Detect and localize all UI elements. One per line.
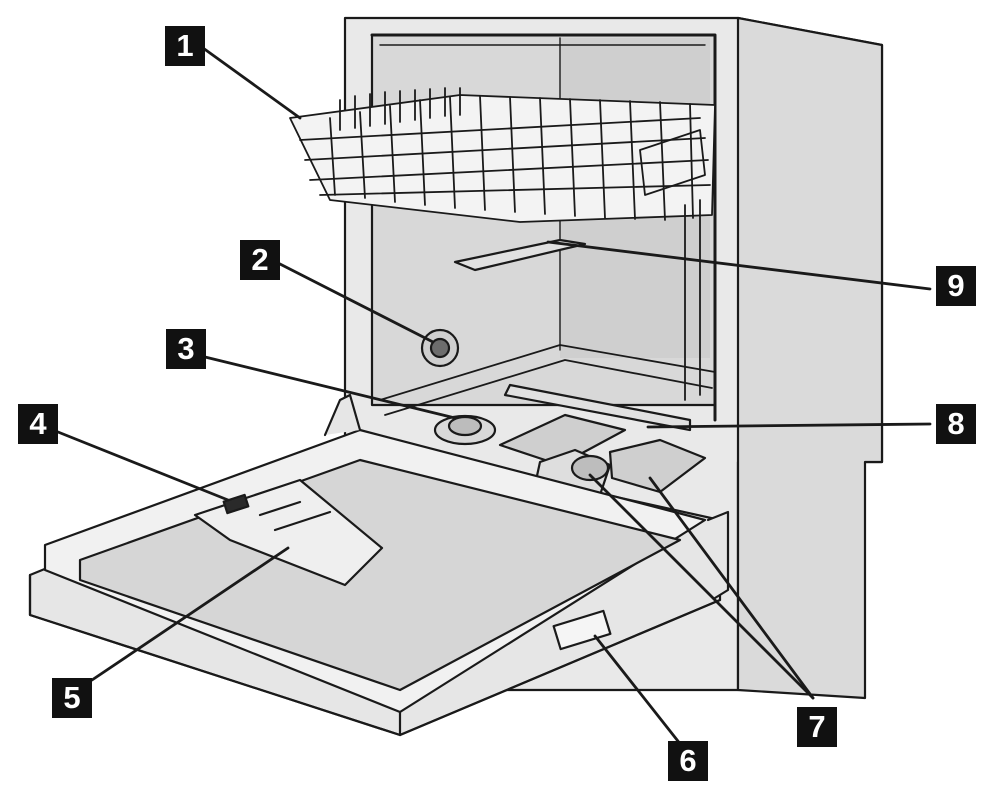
water-inlet	[420, 328, 460, 368]
callout-4: 4	[18, 404, 58, 444]
callout-6: 6	[668, 741, 708, 781]
lower-spray-arm	[503, 383, 692, 432]
callout-8: 8	[936, 404, 976, 444]
filter-system	[498, 413, 707, 502]
detergent-dispenser	[193, 478, 384, 587]
callout-7: 7	[797, 707, 837, 747]
rack-rails	[379, 199, 716, 416]
callout-9: 9	[936, 266, 976, 306]
callout-1: 1	[165, 26, 205, 66]
upper-basket	[289, 87, 716, 223]
callout-3: 3	[166, 329, 206, 369]
regeneration-unit	[433, 414, 497, 446]
callout-2: 2	[240, 240, 280, 280]
callout-5: 5	[52, 678, 92, 718]
leader-lines	[56, 46, 932, 752]
upper-spray-arm	[453, 238, 587, 272]
